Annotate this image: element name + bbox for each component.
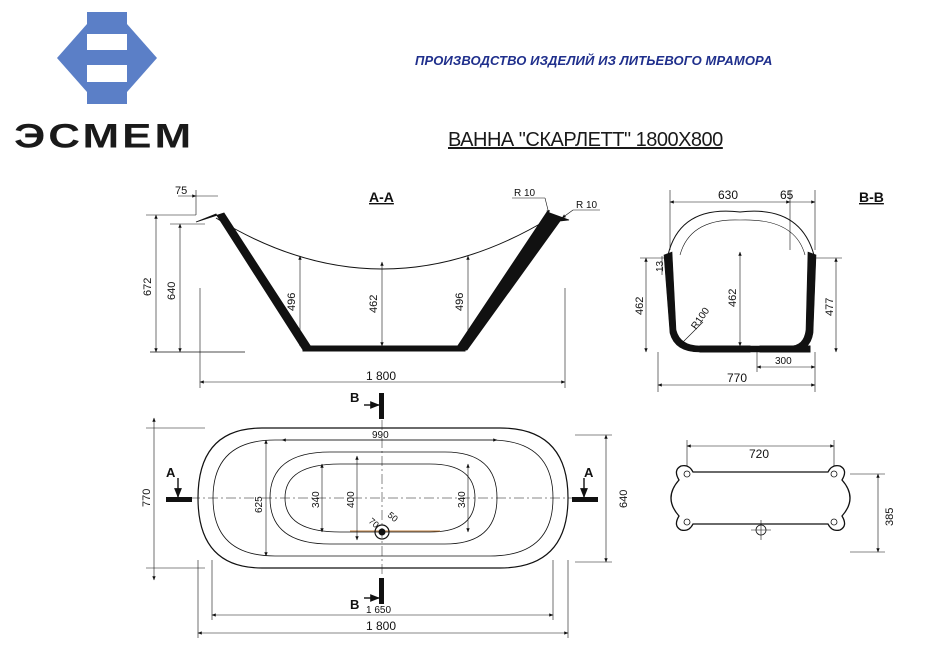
tub-bb-top-curve bbox=[667, 210, 815, 256]
dim-aa-radius-2: R 10 bbox=[576, 200, 598, 211]
dim-plan-bowl-center: 400 bbox=[346, 491, 357, 508]
dim-aa-rim: 75 bbox=[175, 185, 187, 197]
cut-a-right-label: А bbox=[584, 465, 594, 480]
base-view: 720 385 bbox=[670, 440, 896, 553]
dim-bb-height-right: 477 bbox=[824, 298, 836, 316]
tub-right-wall bbox=[454, 211, 570, 351]
dim-bb-height-left: 462 bbox=[634, 297, 646, 315]
dim-bb-offset: 300 bbox=[775, 356, 792, 367]
dim-bb-width: 770 bbox=[727, 371, 747, 385]
dim-aa-depth-left: 496 bbox=[286, 293, 298, 311]
tub-left-wall bbox=[195, 212, 314, 351]
plan-view: 70 50 А А В В 990 770 625 340 400 bbox=[141, 390, 630, 638]
section-bb-label: В-В bbox=[859, 189, 884, 205]
dim-aa-depth-center: 462 bbox=[368, 295, 380, 313]
dim-aa-height-outer: 672 bbox=[142, 278, 154, 296]
logo-bottom-bar bbox=[87, 82, 127, 104]
cut-a-left-label: А bbox=[166, 465, 176, 480]
tub-bb-shell bbox=[663, 251, 817, 353]
dim-bb-top-width: 630 bbox=[718, 188, 738, 202]
cut-line-b-bottom bbox=[379, 578, 384, 604]
base-mount-hole bbox=[683, 470, 691, 478]
company-logo bbox=[57, 12, 157, 104]
tub-bottom bbox=[302, 345, 466, 352]
dim-aa-radius-1: R 10 bbox=[514, 188, 536, 199]
base-mount-hole bbox=[830, 470, 838, 478]
logo-diamond-right bbox=[127, 24, 157, 92]
cut-line-a-left bbox=[166, 497, 192, 502]
dim-plan-width: 770 bbox=[141, 489, 153, 507]
dim-plan-outer-right: 640 bbox=[618, 490, 630, 508]
cut-b-top-label: В bbox=[350, 390, 359, 405]
cut-b-bottom-label: В bbox=[350, 597, 359, 612]
logo-gap-bottom bbox=[87, 69, 127, 79]
tub-inner-rim bbox=[212, 439, 554, 557]
tub-outer-contour bbox=[197, 427, 569, 569]
dim-plan-drain-1: 70 bbox=[367, 516, 381, 530]
dim-aa-length: 1 800 bbox=[366, 369, 396, 383]
dim-aa-height-inner: 640 bbox=[166, 282, 178, 300]
dim-base-length: 720 bbox=[749, 447, 769, 461]
dim-bb-rim: 65 bbox=[780, 188, 794, 202]
logo-top-bar bbox=[87, 12, 127, 34]
base-plate-outline bbox=[670, 464, 851, 532]
dim-plan-length: 1 800 bbox=[366, 619, 396, 633]
tub-bowl-outer bbox=[269, 451, 498, 545]
dim-plan-bowl-left: 340 bbox=[311, 491, 322, 508]
cut-line-a-right bbox=[572, 497, 598, 502]
base-mount-hole bbox=[830, 518, 838, 526]
dim-bb-depth-center: 462 bbox=[727, 289, 739, 307]
dim-bb-rim-height: 13 bbox=[655, 260, 666, 272]
dim-plan-inner-width: 625 bbox=[254, 496, 265, 513]
section-aa-label: А-А bbox=[369, 189, 394, 205]
cut-line-b-top bbox=[379, 393, 384, 419]
logo-mid-bar bbox=[85, 50, 129, 65]
tub-rim-curve bbox=[215, 217, 551, 270]
section-bb-view: В-В 630 65 13 462 R100 462 477 bbox=[634, 188, 884, 392]
dim-plan-base-length: 1 650 bbox=[366, 605, 391, 616]
brand-name: ЭСМЕМ bbox=[14, 117, 195, 156]
dim-bb-radius: R100 bbox=[689, 305, 712, 331]
drawing-title: ВАННА "СКАРЛЕТТ" 1800Х800 bbox=[448, 129, 723, 151]
section-aa-view: А-А 75 R 10 R 10 672 640 496 bbox=[142, 185, 600, 388]
company-tagline: ПРОИЗВОДСТВО ИЗДЕЛИЙ ИЗ ЛИТЬЕВОГО МРАМОР… bbox=[415, 53, 773, 68]
logo-diamond-left bbox=[57, 24, 87, 92]
dim-plan-drain-2: 50 bbox=[386, 510, 400, 524]
dim-base-width: 385 bbox=[884, 508, 896, 526]
base-mount-hole bbox=[683, 518, 691, 526]
dim-plan-inner-length: 990 bbox=[372, 430, 389, 441]
logo-gap-top bbox=[87, 36, 127, 46]
dim-aa-depth-right: 496 bbox=[454, 293, 466, 311]
dim-plan-bowl-right: 340 bbox=[457, 491, 468, 508]
drain-hole bbox=[374, 524, 390, 540]
